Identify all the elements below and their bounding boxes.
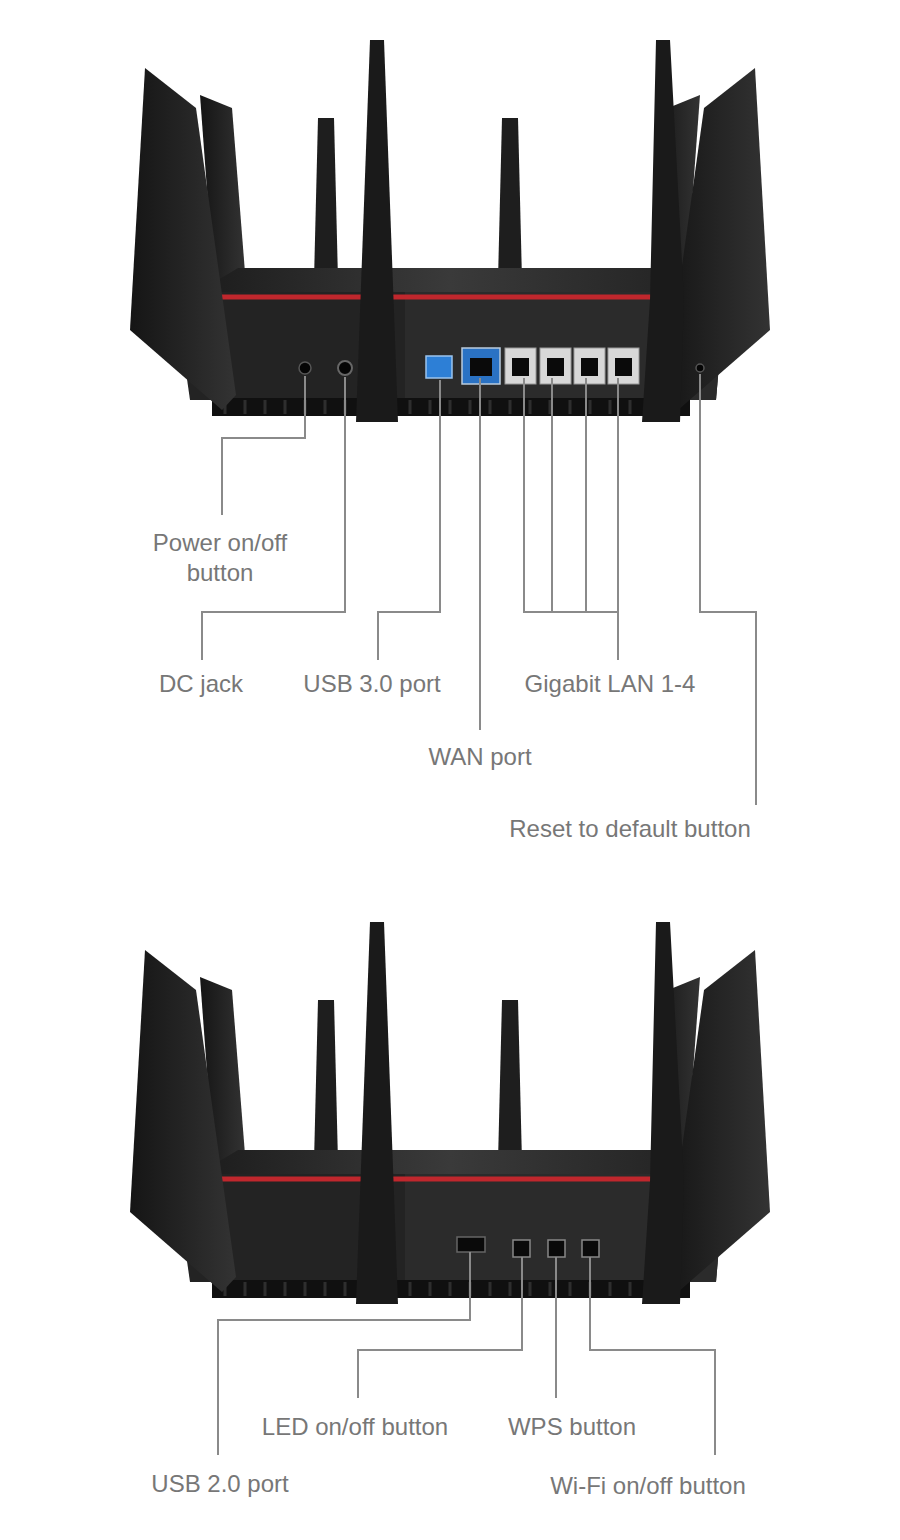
callout-label: LED on/off button [262,1412,448,1442]
callout-label: WAN port [428,742,531,772]
callout-label: Reset to default button [509,814,751,844]
callout-label: DC jack [159,669,243,699]
callout-label: Gigabit LAN 1-4 [525,669,696,699]
callout-label: USB 2.0 port [151,1469,288,1499]
callout-label: WPS button [508,1412,636,1442]
callout-label: Wi-Fi on/off button [550,1471,746,1501]
callout-label: Power on/off button [120,528,320,588]
callout-label: USB 3.0 port [303,669,440,699]
